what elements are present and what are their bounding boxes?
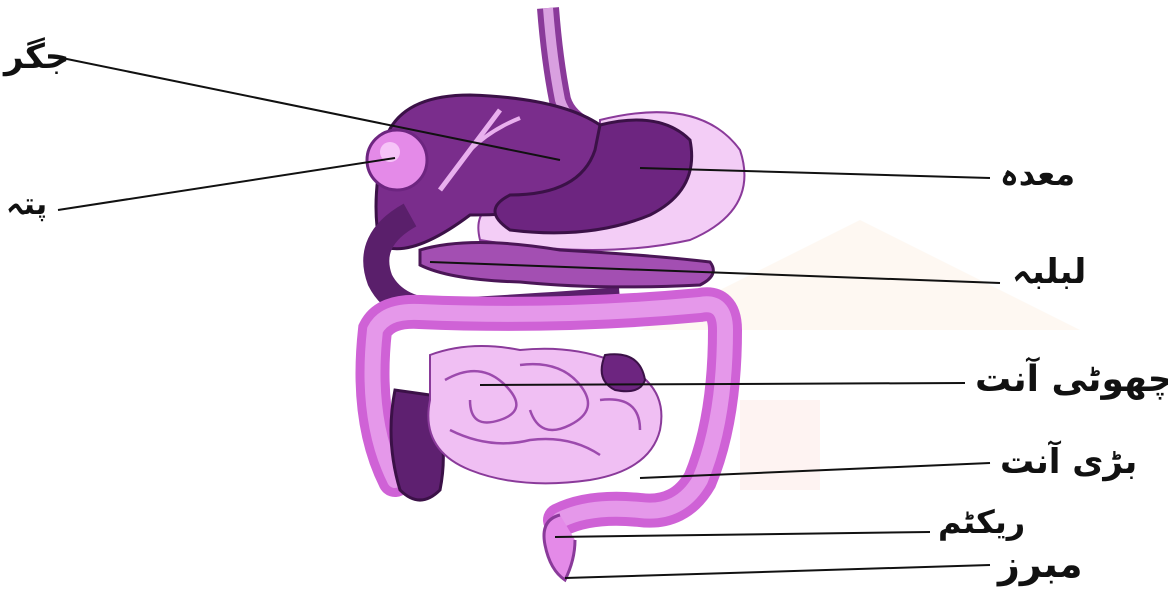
- leader-gallbladder: [58, 158, 395, 210]
- leader-anus: [565, 565, 990, 578]
- label-anus: مبرز: [998, 545, 1083, 583]
- duodenal-loop: [602, 354, 645, 391]
- label-pancreas: لبلبہ: [1012, 255, 1086, 289]
- label-liver: جگر: [4, 40, 69, 74]
- pancreas: [420, 243, 713, 287]
- label-large-intestine: بڑی آنت: [1000, 445, 1137, 479]
- label-small-intestine: چھوٹی آنت: [975, 362, 1168, 398]
- label-rectum: ریکٹم: [938, 506, 1025, 538]
- label-stomach: معدہ: [1000, 158, 1075, 190]
- leader-rectum: [555, 532, 930, 537]
- label-gallbladder: پتہ: [6, 190, 47, 220]
